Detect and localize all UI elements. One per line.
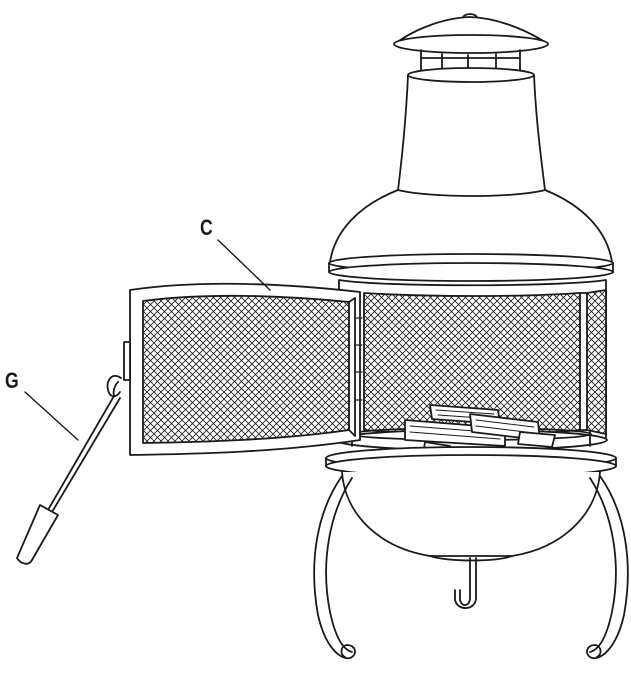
- door-mesh: [143, 296, 349, 443]
- side-mesh-panel: [587, 290, 606, 434]
- base-bowl: [326, 447, 616, 561]
- label-poker: G: [5, 368, 19, 393]
- legs: [314, 476, 628, 658]
- door: [124, 284, 362, 455]
- chimney-cap: [394, 14, 548, 76]
- label-door: C: [200, 215, 213, 240]
- poker-tool: [17, 376, 121, 564]
- chimney-neck: [398, 68, 545, 190]
- poker-handle: [17, 505, 58, 564]
- leader-line-poker: [25, 392, 78, 440]
- dome: [329, 190, 613, 281]
- leader-line-door: [218, 240, 270, 290]
- fire-grate-logs: [335, 405, 607, 452]
